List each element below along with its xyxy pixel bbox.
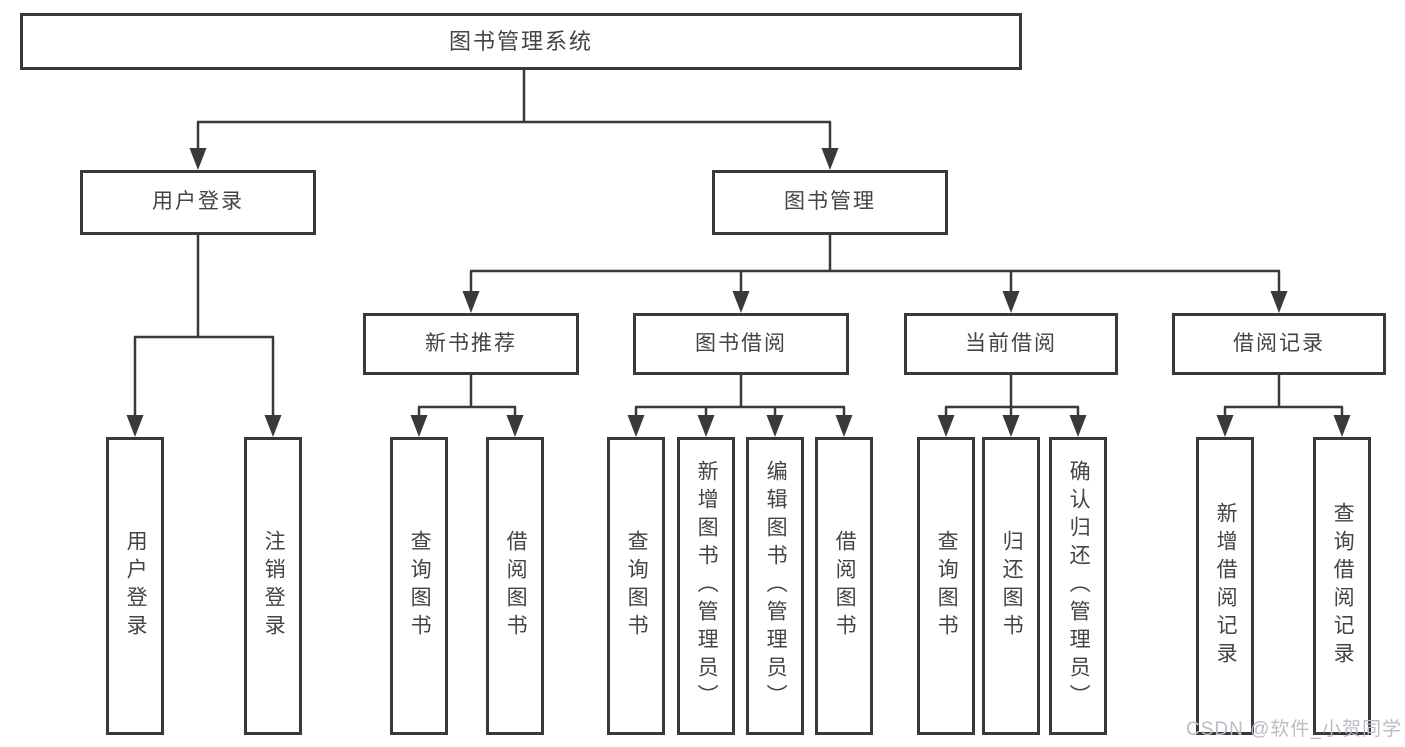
node-current-borrow: 当前借阅 [904, 313, 1118, 375]
arrow-down-icon [1002, 415, 1020, 437]
csdn-watermark: CSDN @软件_小贺同学 [1186, 719, 1402, 740]
connector-root-to-level2 [189, 70, 839, 170]
arrow-down-icon [627, 415, 645, 437]
connector-book-management-children [462, 235, 1288, 313]
connector-current-borrow-children [937, 375, 1087, 437]
arrow-down-icon [732, 291, 750, 313]
node-book-borrow: 图书借阅 [633, 313, 849, 375]
leaf-nbr-query-books: 查询图书 [390, 437, 448, 735]
node-root: 图书管理系统 [20, 13, 1022, 70]
leaf-bb-borrow-books: 借阅图书 [815, 437, 873, 735]
arrow-down-icon [1069, 415, 1087, 437]
leaf-br-add-borrow-record: 新增借阅记录 [1196, 437, 1254, 735]
arrow-down-icon [1270, 291, 1288, 313]
arrow-down-icon [1216, 415, 1234, 437]
leaf-logout: 注销登录 [244, 437, 302, 735]
arrow-down-icon [126, 415, 144, 437]
connector-book-borrow-children [627, 375, 853, 437]
leaf-cb-confirm-return-admin: 确认归还（管理员） [1049, 437, 1107, 735]
arrow-down-icon [766, 415, 784, 437]
leaf-cb-query-books: 查询图书 [917, 437, 975, 735]
arrow-down-icon [1002, 291, 1020, 313]
connector-borrow-records-children [1216, 375, 1351, 437]
arrow-down-icon [410, 415, 428, 437]
leaf-br-query-borrow-record: 查询借阅记录 [1313, 437, 1371, 735]
arrow-down-icon [821, 148, 839, 170]
node-new-book-recommend: 新书推荐 [363, 313, 579, 375]
node-user-login: 用户登录 [80, 170, 316, 235]
leaf-user-login: 用户登录 [106, 437, 164, 735]
node-borrow-records: 借阅记录 [1172, 313, 1386, 375]
leaf-cb-return-books: 归还图书 [982, 437, 1040, 735]
node-book-management: 图书管理 [712, 170, 948, 235]
arrow-down-icon [189, 148, 207, 170]
leaf-bb-query-books: 查询图书 [607, 437, 665, 735]
arrow-down-icon [462, 291, 480, 313]
arrow-down-icon [697, 415, 715, 437]
leaf-nbr-borrow-books: 借阅图书 [486, 437, 544, 735]
leaf-bb-add-books-admin: 新增图书（管理员） [677, 437, 735, 735]
arrow-down-icon [937, 415, 955, 437]
connector-user-login-children [126, 235, 282, 437]
arrow-down-icon [506, 415, 524, 437]
arrow-down-icon [835, 415, 853, 437]
arrow-down-icon [264, 415, 282, 437]
connector-new-book-recommend-children [410, 375, 524, 437]
leaf-bb-edit-books-admin: 编辑图书（管理员） [746, 437, 804, 735]
arrow-down-icon [1333, 415, 1351, 437]
